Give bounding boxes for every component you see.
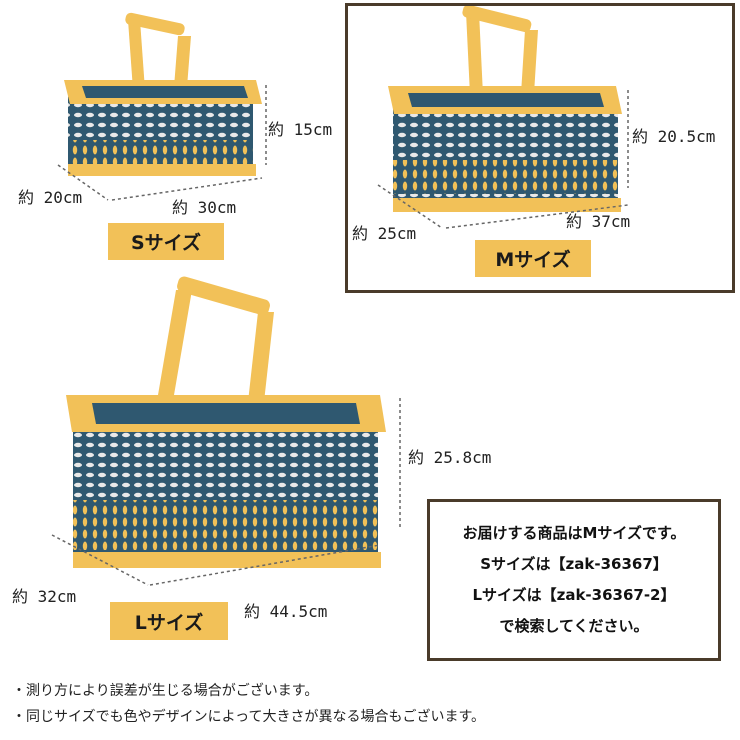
- small-size-label: Sサイズ: [108, 223, 224, 260]
- basket-small-image: [64, 12, 262, 176]
- note-1: ・測り方により誤差が生じる場合がございます。: [12, 683, 319, 699]
- medium-highlight-frame: [345, 3, 735, 293]
- info-line-4: で検索してください。: [499, 617, 649, 635]
- large-depth-dimension: 約 32cm: [12, 587, 77, 606]
- note-2: ・同じサイズでも色やデザインによって大きさが異なる場合もございます。: [12, 709, 486, 725]
- basket-large-image: [66, 276, 386, 568]
- medium-size-label: Mサイズ: [475, 240, 591, 277]
- small-depth-dimension: 約 20cm: [18, 188, 83, 207]
- dimension-lines: [51, 85, 629, 586]
- small-height-dimension: 約 15cm: [268, 120, 333, 139]
- info-line-2: Sサイズは【zak-36367】: [480, 555, 668, 573]
- medium-width-dimension: 約 37cm: [566, 212, 631, 231]
- info-line-1: お届けする商品はMサイズです。: [462, 524, 686, 542]
- large-height-dimension: 約 25.8cm: [408, 448, 492, 467]
- product-info-box: お届けする商品はMサイズです。 Sサイズは【zak-36367】 Lサイズは【z…: [427, 499, 721, 661]
- large-width-dimension: 約 44.5cm: [244, 602, 328, 621]
- info-line-3: Lサイズは【zak-36367-2】: [472, 586, 676, 604]
- small-width-dimension: 約 30cm: [172, 198, 237, 217]
- medium-height-dimension: 約 20.5cm: [632, 127, 716, 146]
- large-size-label: Lサイズ: [110, 602, 228, 640]
- medium-depth-dimension: 約 25cm: [352, 224, 417, 243]
- basket-medium-image: [388, 4, 622, 212]
